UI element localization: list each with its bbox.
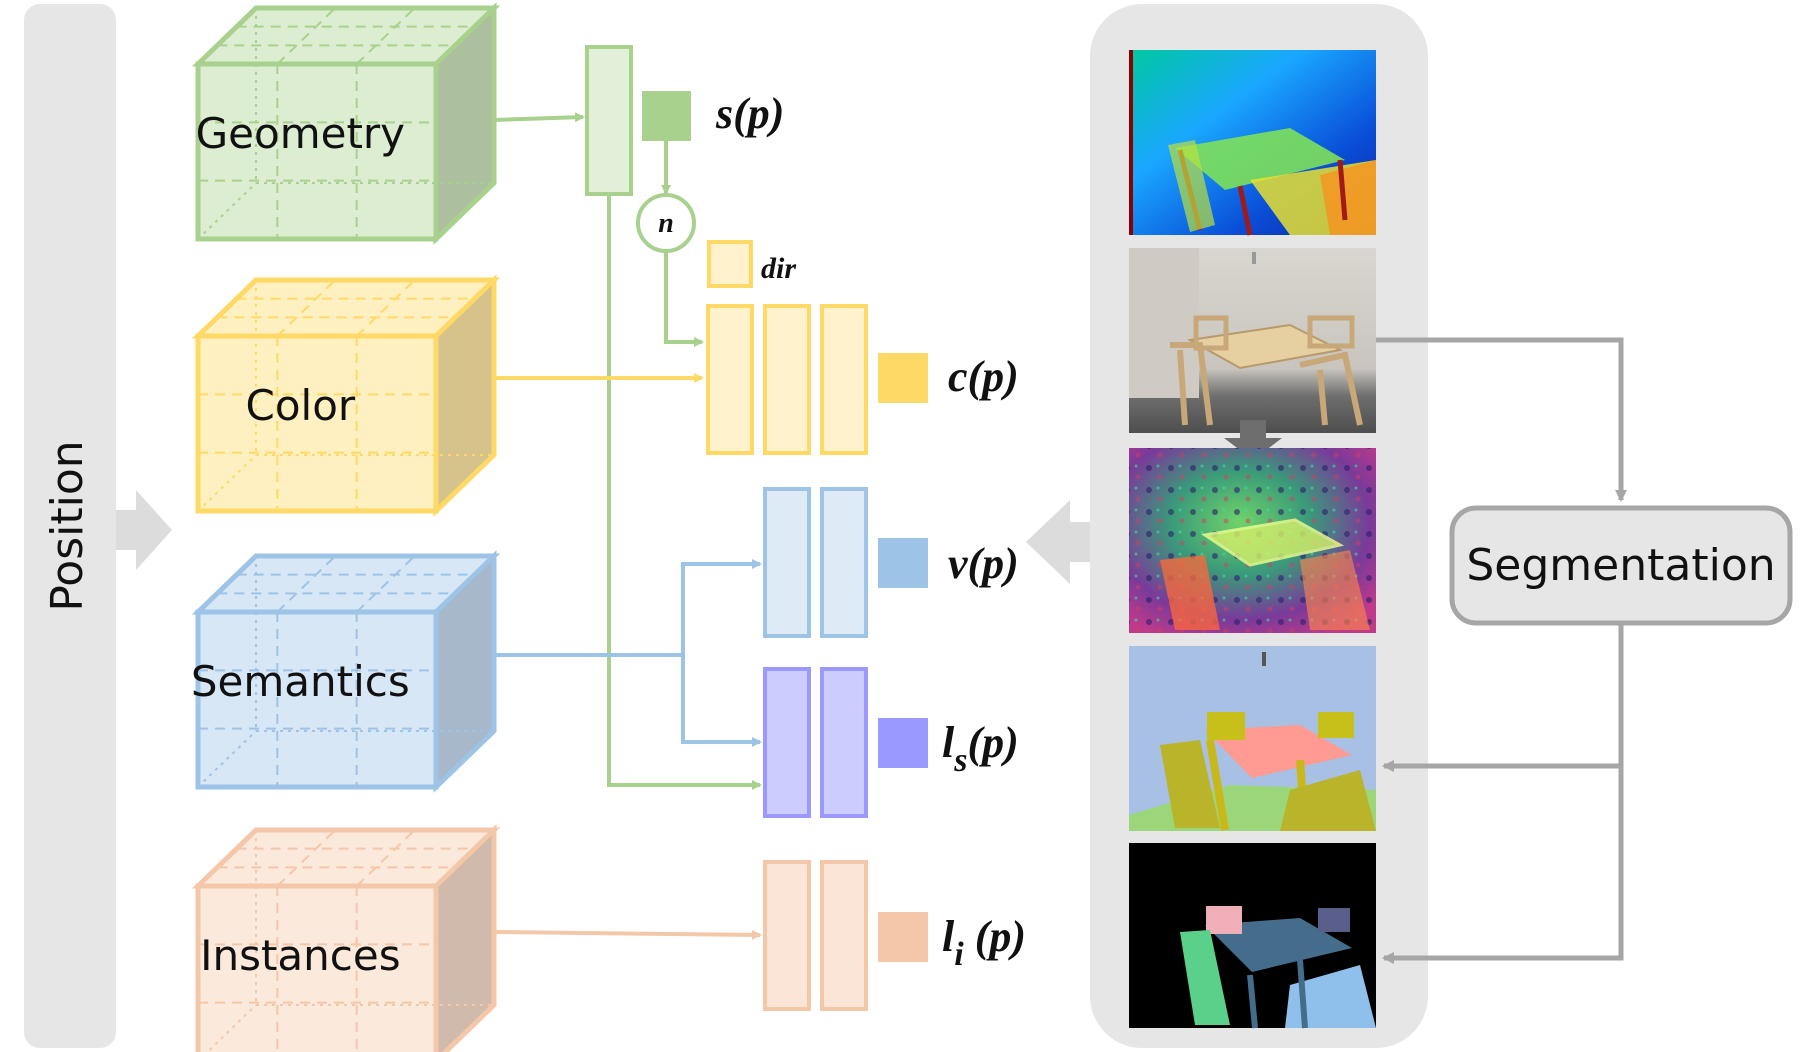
geometry-to-mlp-arrow [494,112,585,123]
semantic-feature-mlp [763,487,868,638]
feature-image [1129,448,1376,633]
color-output-label: c(p) [948,352,1019,401]
feature-output-square [878,538,928,588]
position-arrow [116,490,172,570]
position-bar: Position [24,4,116,1048]
normal-to-color-mlp-arrow [664,251,704,347]
semantics-grid-label: Semantics [191,657,410,706]
geometry-grid-label: Geometry [196,109,405,158]
geometry-to-semantic-arrow [607,194,762,790]
color-grid: Color [191,274,501,517]
instance-output-square [878,912,928,962]
color-grid-label: Color [246,381,356,430]
color-mlp [706,304,868,455]
sdf-output-square [642,91,691,141]
semantics-grid: Semantics [191,550,501,793]
semantic-output-square [878,718,928,768]
semantics-grid-arrow [495,559,762,657]
rgb-to-segmentation-arrow [1376,337,1627,502]
sdf-output-label: s(p) [715,89,784,138]
instance-mlp [763,860,868,1011]
dir-input-square [707,240,753,288]
feature-output-label: v(p) [948,539,1019,588]
depth-image [1129,50,1376,236]
semantic-output-label: ls(p) [942,718,1019,779]
instances-grid: Instances [191,824,501,1052]
rgb-to-feature-arrow [1224,420,1282,460]
feature-supervision-arrow [1026,500,1090,584]
semantic-image [1129,646,1376,831]
geometry-grid: Geometry [191,2,501,245]
color-output-square [878,353,928,403]
segmentation-to-instance-arrow [1382,766,1624,964]
dir-label: dir [761,252,796,285]
instances-grid-arrow [494,929,762,940]
segmentation-label: Segmentation [1466,540,1775,591]
instance-output-label: li (p) [942,912,1026,973]
rgb-image [1129,248,1376,433]
semantics-to-logit-arrow [681,655,762,747]
normal-label: n [658,208,674,239]
instance-image [1129,843,1376,1029]
instances-grid-label: Instances [200,931,401,980]
geometry-mlp [585,45,633,196]
position-label: Position [42,440,93,611]
semantic-logit-mlp [763,667,868,818]
